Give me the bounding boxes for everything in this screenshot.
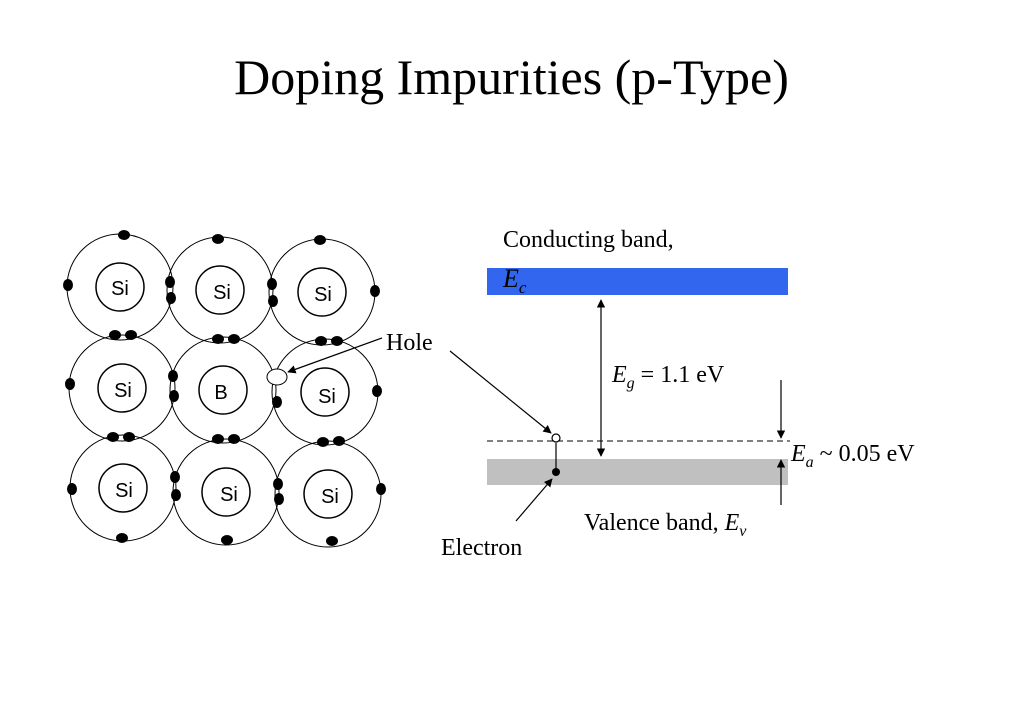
electron-label: Electron [441,535,522,561]
atom-nucleus [201,467,251,517]
conducting-band [487,268,788,295]
valence-electrons [63,230,386,546]
electron [212,434,224,444]
electron [107,432,119,442]
atom-label: Si [114,380,132,402]
electron [372,385,382,397]
electron [169,390,179,402]
atom-nucleus [300,367,350,417]
atom-nucleus [95,262,145,312]
electron [228,334,240,344]
valence-band-label: Valence band, Ev [584,510,747,540]
electron [212,334,224,344]
electron [326,536,338,546]
atom-nucleus [303,469,353,519]
atom-label: Si [111,278,129,300]
atom-nucleus [98,463,148,513]
electron [212,234,224,244]
electron [171,489,181,501]
electron [116,533,128,543]
band-diagram: Conducting band, Ec Eg = 1.1 eV Electron… [441,227,915,561]
atom-label: Si [220,484,238,506]
atom-label: Si [318,386,336,408]
electron [272,396,282,408]
electron [273,478,283,490]
atom-nucleus [198,365,248,415]
band-gap-label: Eg = 1.1 eV [611,362,725,392]
electron [274,493,284,505]
electron [125,330,137,340]
electron [268,295,278,307]
hole-to-level-arrow [449,350,552,434]
electron [314,235,326,245]
electron [376,483,386,495]
valence-electron-marker [552,468,560,476]
electron [315,336,327,346]
electron [166,292,176,304]
electron [267,278,277,290]
atom-label: Si [314,284,332,306]
atom-label: Si [321,486,339,508]
atom-nucleus [195,265,245,315]
electron [67,483,77,495]
hole-marker [266,368,288,386]
electron [317,437,329,447]
atom-label: Si [115,480,133,502]
conducting-band-label: Conducting band, [503,227,674,253]
atom-label: B [214,382,227,404]
hole-pointer-line [287,337,383,374]
atom-nucleus [97,363,147,413]
electron [370,285,380,297]
electron [170,471,180,483]
electron [331,336,343,346]
acceptor-hole-marker [551,433,561,443]
conducting-band-symbol: Ec [502,264,527,297]
electron [123,432,135,442]
electron [109,330,121,340]
crystal-lattice: Si Si Si Si B Si Si Si Si [63,230,386,548]
valence-band [487,459,788,485]
electron [333,436,345,446]
atom-nucleus [297,267,347,317]
hole-label: Hole [386,330,433,356]
electron-pointer-arrow [515,478,553,522]
atom-label: Si [213,282,231,304]
electron [63,279,73,291]
page-title: Doping Impurities (p-Type) [234,49,789,105]
electron [65,378,75,390]
electron [165,276,175,288]
electron [228,434,240,444]
electron [168,370,178,382]
electron [118,230,130,240]
electron [221,535,233,545]
acceptor-energy-label: Ea ~ 0.05 eV [790,441,915,471]
